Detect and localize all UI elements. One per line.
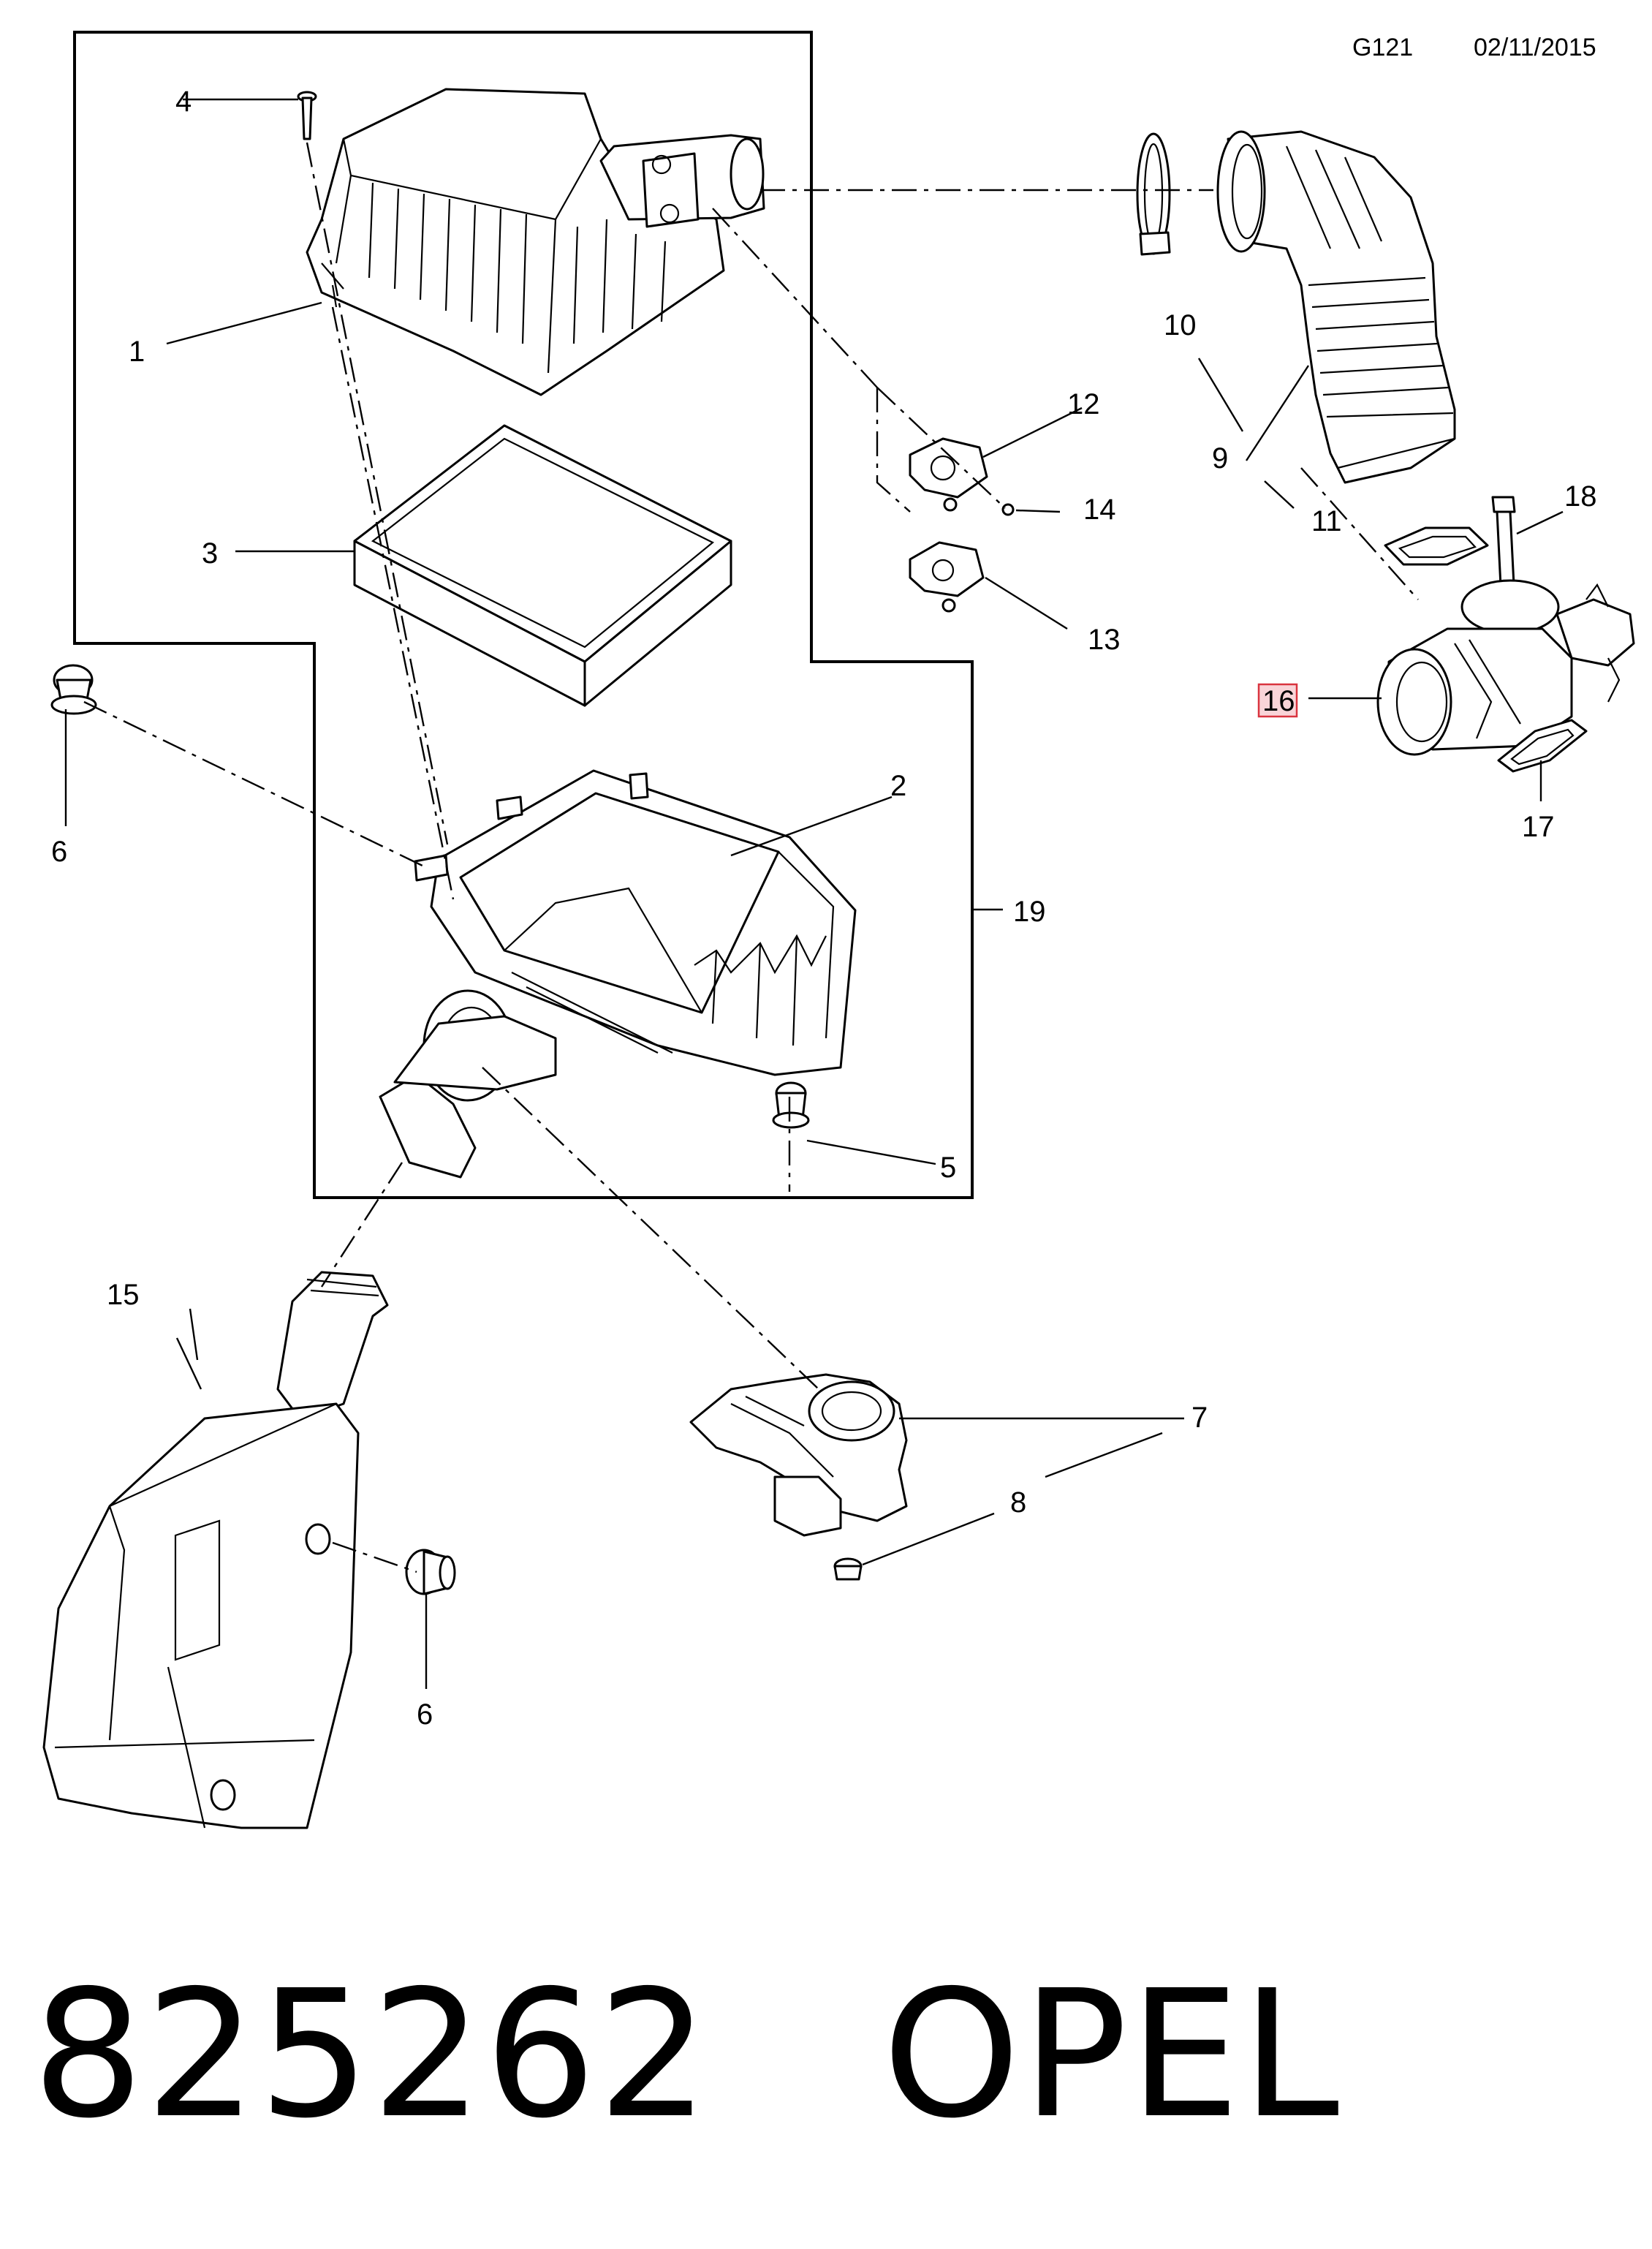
resonator-15[interactable] — [42, 1271, 389, 1829]
callout-9: 9 — [1212, 442, 1228, 475]
part-number: 825262 — [32, 1952, 711, 2157]
bolt-18[interactable] — [1491, 496, 1516, 602]
callout-2: 2 — [890, 770, 906, 802]
callout-16-highlight — [1257, 683, 1298, 718]
grommet-6-lower[interactable] — [405, 1549, 456, 1595]
callout-18: 18 — [1564, 480, 1597, 513]
hose-clamp-10[interactable] — [1136, 132, 1171, 256]
filter-element[interactable] — [353, 424, 732, 707]
grommet-8[interactable] — [833, 1557, 863, 1581]
callout-1: 1 — [129, 336, 145, 368]
air-filter-cover[interactable] — [306, 88, 765, 396]
callout-14: 14 — [1083, 494, 1116, 526]
sensor-13[interactable] — [909, 541, 985, 613]
intake-hose-9[interactable] — [1216, 130, 1456, 484]
callout-17: 17 — [1522, 811, 1555, 843]
center-lines — [83, 142, 1419, 1573]
callout-12: 12 — [1067, 388, 1100, 420]
sensor-12[interactable] — [909, 437, 988, 512]
air-filter-housing-lower[interactable] — [379, 769, 857, 1179]
assembly-boundary — [73, 31, 974, 1199]
gasket-17[interactable] — [1497, 719, 1588, 773]
screw-4[interactable] — [297, 91, 317, 140]
callout-13: 13 — [1088, 624, 1121, 656]
o-ring-14[interactable] — [1001, 503, 1015, 516]
callout-10: 10 — [1164, 309, 1197, 341]
diagram-code: G121 — [1352, 34, 1413, 61]
callout-8: 8 — [1010, 1486, 1026, 1519]
diagram-date: 02/11/2015 — [1474, 34, 1596, 61]
callout-4: 4 — [175, 86, 192, 118]
callout-11: 11 — [1311, 505, 1342, 537]
clamp-11[interactable] — [1384, 526, 1489, 566]
callout-3: 3 — [202, 537, 218, 570]
grommet-6-upper[interactable] — [50, 664, 97, 715]
callout-6-lower: 6 — [417, 1698, 433, 1731]
leader-lines — [64, 98, 1564, 1689]
brand-name: OPEL — [882, 1952, 1341, 2157]
throttle-body-16[interactable] — [1376, 579, 1635, 756]
callout-5: 5 — [940, 1152, 956, 1184]
callout-19: 19 — [1013, 896, 1046, 928]
footer-caption: 825262 OPEL — [32, 1967, 1341, 2142]
callout-16: 16 — [1262, 685, 1295, 717]
callout-6-upper: 6 — [51, 836, 67, 868]
callout-15: 15 — [107, 1279, 140, 1311]
callout-7: 7 — [1191, 1402, 1208, 1434]
grommet-5[interactable] — [772, 1081, 810, 1129]
intake-snorkel-7[interactable] — [689, 1373, 908, 1537]
